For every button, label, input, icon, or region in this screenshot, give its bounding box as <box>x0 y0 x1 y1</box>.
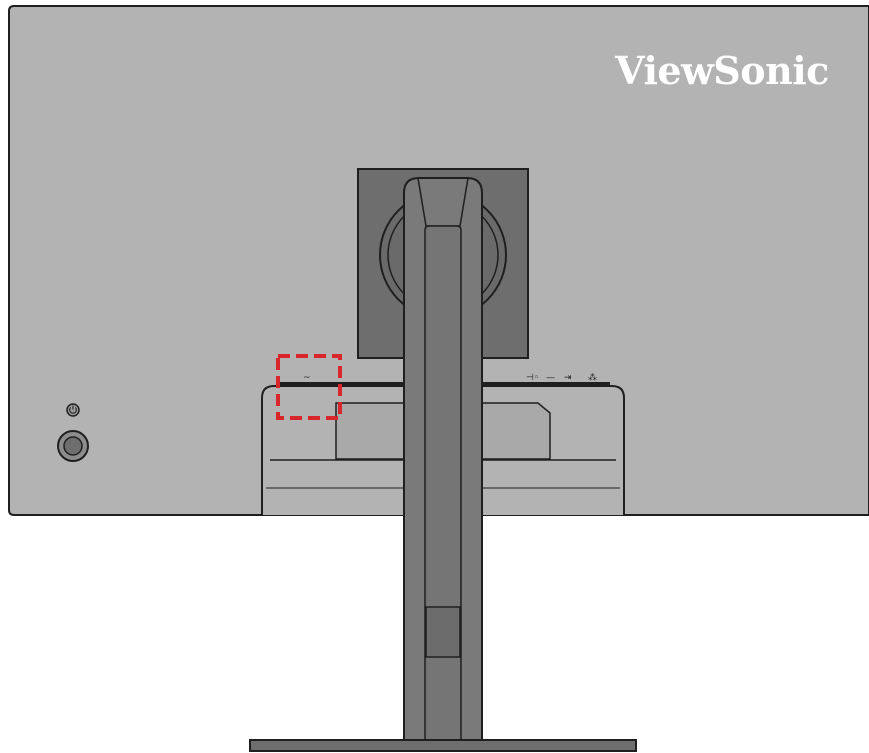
stand-base <box>249 739 637 752</box>
stand-neck-inner-channel <box>424 225 462 740</box>
cable-clip <box>425 606 461 658</box>
power-icon-glyph <box>69 405 77 414</box>
port-label-b: — <box>546 373 555 383</box>
brand-logo: ViewSonic <box>614 48 829 93</box>
joystick-center <box>63 436 83 456</box>
port-label-a: ⊣◦ <box>526 373 539 383</box>
joystick-button[interactable] <box>57 430 89 462</box>
power-icon <box>66 403 80 417</box>
port-label-d: ⁂ <box>588 372 597 383</box>
port-label-power: ~ <box>303 373 311 383</box>
power-input-highlight <box>276 354 342 420</box>
port-label-c: ⇥ <box>564 373 572 383</box>
power-button[interactable] <box>66 403 80 417</box>
